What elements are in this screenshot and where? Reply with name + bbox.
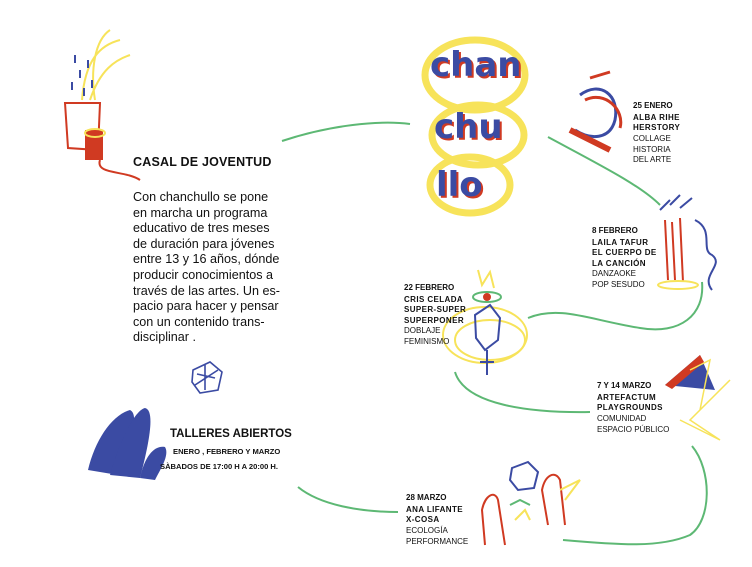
event-tag: PERFORMANCE: [406, 536, 469, 546]
paragraph-line: educativo de tres meses: [133, 221, 270, 236]
timeline-path: [562, 445, 708, 546]
event-tag: ESPACIO PÚBLICO: [597, 424, 670, 434]
event-tag: FEMINISMO: [404, 337, 450, 347]
timeline-path: [547, 136, 661, 206]
event-cris-celada: 22 FEBRERO CRIS CELADA SUPER-SUPER SUPER…: [404, 282, 466, 348]
event-date: 25 ENERO: [633, 101, 673, 110]
event-name: LAILA TAFUR: [592, 238, 649, 247]
paragraph-line: con un contenido trans-: [133, 314, 265, 329]
timeline-path: [297, 486, 399, 513]
timeline-path: [454, 371, 591, 414]
paragraph-line: pacio para hacer y pensar: [133, 299, 279, 314]
dancer-figure-icon: [657, 194, 717, 291]
event-name: EL CUERPO DE: [592, 248, 657, 258]
event-laila-tafur: 8 FEBRERO LAILA TAFUR EL CUERPO DE LA CA…: [592, 225, 657, 291]
event-tag: DANZAOKE: [592, 269, 637, 279]
event-name: X-COSA: [406, 515, 440, 525]
paragraph-line: producir conocimientos a: [133, 267, 274, 282]
intro-heading: CASAL DE JOVENTUD: [133, 155, 272, 169]
logo-wordmark: chan chu llo: [430, 45, 522, 205]
event-name: HERSTORY: [633, 123, 681, 133]
logo-line: chu: [434, 107, 503, 147]
event-tag: COLLAGE: [633, 133, 671, 143]
logo-scribble: [421, 36, 529, 217]
paragraph-line: través de las artes. Un es-: [133, 283, 280, 298]
impossible-triangle-icon: [665, 355, 731, 441]
logo-line: llo: [436, 165, 483, 205]
event-name: ALBA RIHE: [633, 113, 680, 122]
event-alba-rihe: 25 ENERO ALBA RIHE HERSTORY COLLAGE HIST…: [633, 100, 680, 166]
event-artefactum: 7 Y 14 MARZO ARTEFACTUM PLAYGROUNDS COMU…: [597, 380, 669, 435]
event-date: 28 MARZO: [406, 493, 447, 502]
event-name: ARTEFACTUM: [597, 393, 657, 402]
hands-cube-icon: [480, 460, 581, 546]
event-tag: DOBLAJE: [404, 326, 441, 336]
cube-icon: [191, 361, 223, 394]
event-tag: DEL ARTE: [633, 155, 672, 165]
event-name: ANA LIFANTE: [406, 505, 463, 514]
talleres-months: ENERO , FEBRERO Y MARZO: [173, 447, 281, 456]
paragraph-line: de duración para jóvenes: [133, 236, 275, 251]
event-name: CRIS CELADA: [404, 295, 464, 304]
venus-figure-icon: [442, 269, 528, 375]
event-date: 22 FEBRERO: [404, 283, 455, 292]
event-date: 8 FEBRERO: [592, 226, 638, 235]
event-name: PLAYGROUNDS: [597, 403, 663, 413]
blue-fingers-illustration-icon: [88, 408, 167, 480]
logo-line: chan: [430, 45, 522, 85]
event-name: SUPER-SUPER: [404, 305, 467, 315]
intro-paragraph: Con chanchullo se pone en marcha un prog…: [133, 190, 313, 346]
paragraph-line: en marcha un programa: [133, 205, 268, 220]
paragraph-line: Con chanchullo se pone: [133, 190, 269, 204]
cup-illustration-icon: [63, 29, 141, 181]
event-date: 7 Y 14 MARZO: [597, 381, 652, 390]
event-name: LA CANCIÓN: [592, 258, 646, 268]
paragraph-line: entre 13 y 16 años, dónde: [133, 252, 280, 267]
talleres-schedule: SÀBADOS DE 17:00 H A 20:00 H.: [160, 462, 279, 471]
timeline-path: [281, 121, 411, 142]
event-tag: COMUNIDAD: [597, 413, 647, 423]
collage-figure-icon: [568, 70, 623, 153]
timeline-path: [527, 281, 704, 331]
talleres-title: TALLERES ABIERTOS: [170, 428, 292, 440]
event-ana-lifante: 28 MARZO ANA LIFANTE X-COSA ECOLOGÍA PER…: [406, 492, 468, 547]
event-tag: ECOLOGÍA: [406, 525, 448, 535]
event-tag: POP SESUDO: [592, 280, 645, 290]
event-tag: HISTORIA: [633, 144, 671, 154]
paragraph-line: disciplinar .: [133, 330, 196, 345]
event-name: SUPERPONER: [404, 315, 465, 325]
